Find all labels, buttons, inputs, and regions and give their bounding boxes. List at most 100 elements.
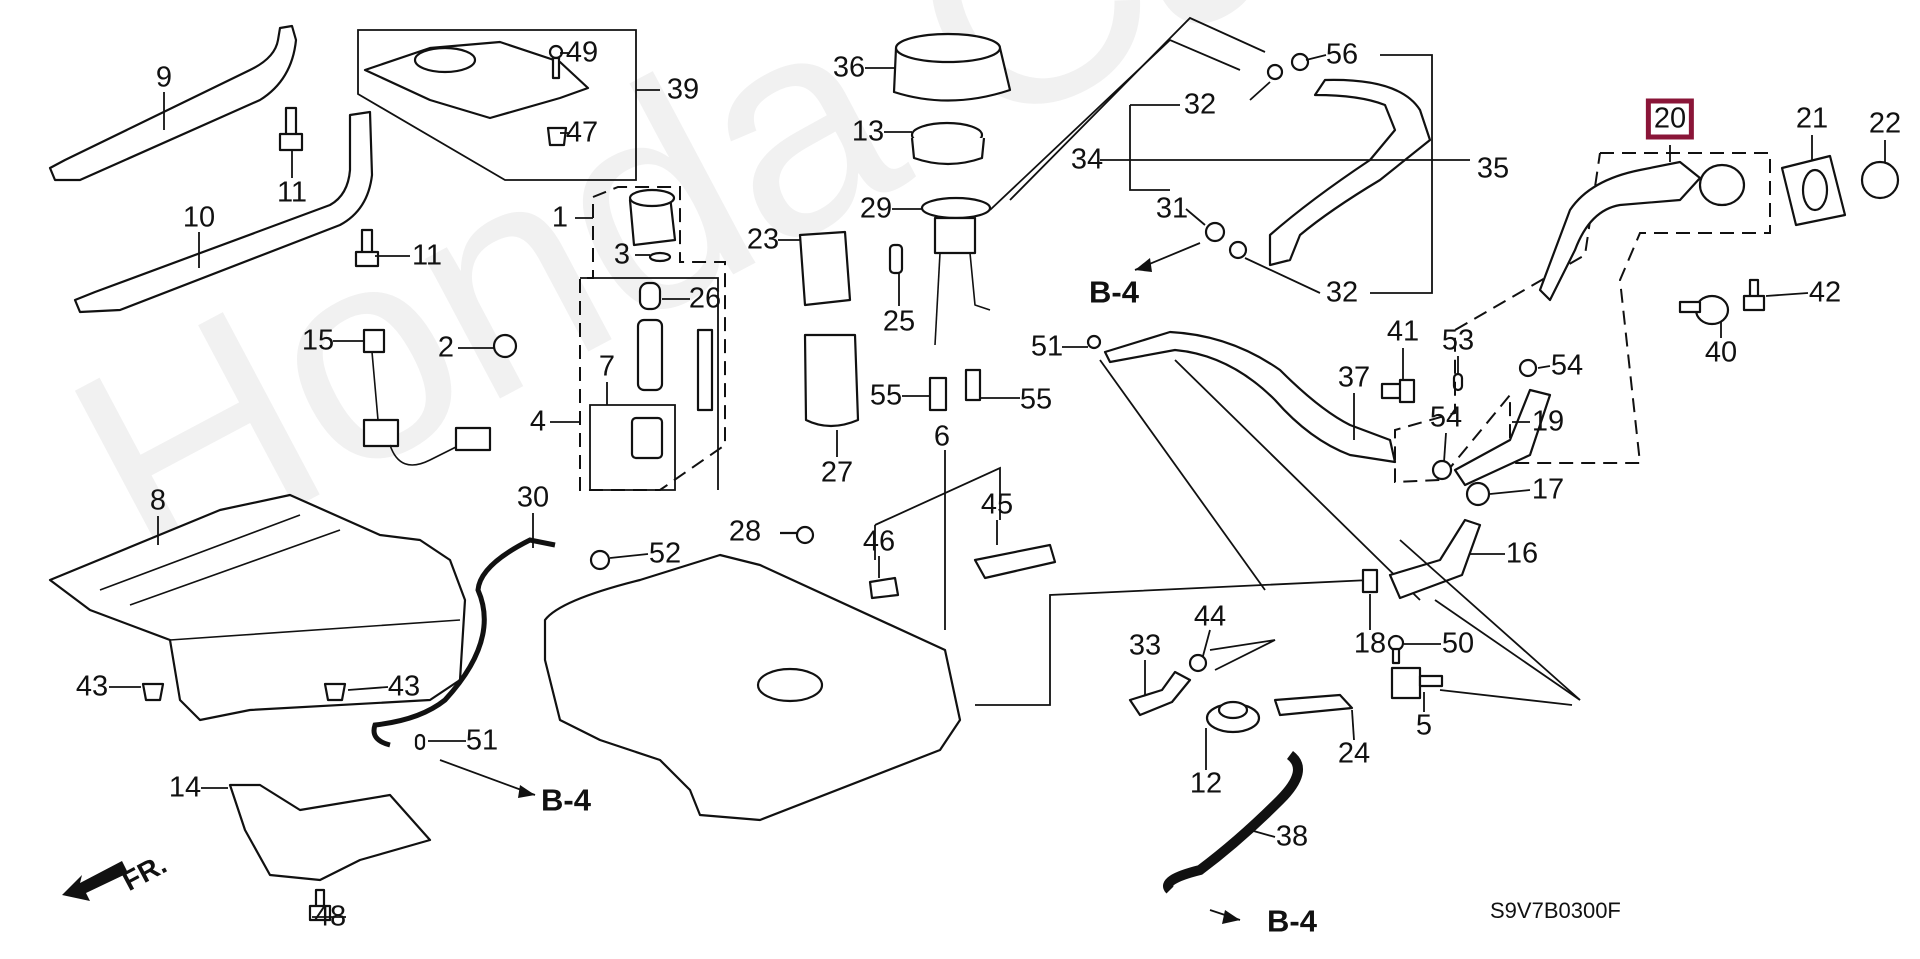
- callout-34[interactable]: 34: [1070, 143, 1104, 176]
- callout-32[interactable]: 32: [1183, 88, 1217, 121]
- callout-51[interactable]: 51: [465, 724, 499, 757]
- callout-40[interactable]: 40: [1704, 336, 1738, 369]
- callout-32[interactable]: 32: [1325, 276, 1359, 309]
- part-14-skid-plate: [228, 783, 432, 882]
- callout-53[interactable]: 53: [1441, 324, 1475, 357]
- callout-48[interactable]: 48: [313, 900, 347, 933]
- callout-29[interactable]: 29: [859, 192, 893, 225]
- callout-52[interactable]: 52: [648, 537, 682, 570]
- callout-15[interactable]: 15: [301, 324, 335, 357]
- part-41-bolt: [1380, 378, 1416, 404]
- part-55-clip: [928, 376, 948, 412]
- callout-46[interactable]: 46: [862, 525, 896, 558]
- callout-21[interactable]: 21: [1795, 102, 1829, 135]
- callout-33[interactable]: 33: [1128, 629, 1162, 662]
- callout-44[interactable]: 44: [1193, 600, 1227, 633]
- callout-13[interactable]: 13: [851, 115, 885, 148]
- callout-20-selected[interactable]: 20: [1645, 98, 1695, 140]
- reference-b4[interactable]: B-4: [1089, 274, 1139, 310]
- part-25-spring: [888, 243, 904, 275]
- part-22-fuel-cap: [1860, 160, 1900, 200]
- callout-14[interactable]: 14: [168, 771, 202, 804]
- callout-1[interactable]: 1: [551, 201, 569, 234]
- callout-5[interactable]: 5: [1415, 709, 1433, 742]
- callout-50[interactable]: 50: [1441, 627, 1475, 660]
- callout-7[interactable]: 7: [598, 350, 616, 383]
- callout-18[interactable]: 18: [1353, 627, 1387, 660]
- callout-56[interactable]: 56: [1325, 38, 1359, 71]
- part-21-fuel-lid-housing: [1780, 154, 1847, 227]
- fuel-pump: [636, 318, 664, 392]
- callout-47[interactable]: 47: [565, 116, 599, 149]
- part-40-valve: [1678, 294, 1730, 326]
- part-32-clip: [1266, 63, 1284, 81]
- callout-54[interactable]: 54: [1550, 349, 1584, 382]
- part-20-filler-pipe: [1538, 160, 1702, 302]
- part-5-solenoid-valve: [1390, 666, 1444, 700]
- callout-24[interactable]: 24: [1337, 737, 1371, 770]
- callout-36[interactable]: 36: [832, 51, 866, 84]
- part-19-hose: [1453, 388, 1552, 487]
- callout-26[interactable]: 26: [688, 282, 722, 315]
- reference-b4[interactable]: B-4: [541, 782, 591, 818]
- callout-55[interactable]: 55: [1019, 383, 1053, 416]
- part-24-hose: [1273, 693, 1354, 717]
- callout-30[interactable]: 30: [516, 481, 550, 514]
- callout-19[interactable]: 19: [1531, 405, 1565, 438]
- front-direction-indicator: FR.: [60, 845, 172, 910]
- callout-16[interactable]: 16: [1505, 537, 1539, 570]
- callout-35[interactable]: 35: [1476, 152, 1510, 185]
- part-18-clip: [1361, 568, 1379, 594]
- callout-11[interactable]: 11: [276, 176, 308, 209]
- callout-42[interactable]: 42: [1808, 276, 1842, 309]
- callout-31[interactable]: 31: [1155, 192, 1189, 225]
- part-39-box: [357, 29, 637, 181]
- reference-b4[interactable]: B-4: [1267, 903, 1317, 939]
- callout-3[interactable]: 3: [613, 238, 631, 271]
- callout-11[interactable]: 11: [411, 239, 443, 272]
- callout-39[interactable]: 39: [666, 73, 700, 106]
- callout-28[interactable]: 28: [728, 515, 762, 548]
- callout-23[interactable]: 23: [746, 223, 780, 256]
- part-46-clip: [868, 576, 900, 600]
- callout-49[interactable]: 49: [565, 36, 599, 69]
- callout-27[interactable]: 27: [820, 456, 854, 489]
- callout-25[interactable]: 25: [882, 305, 916, 338]
- part-27-filter-cup: [803, 333, 860, 428]
- callout-41[interactable]: 41: [1386, 315, 1420, 348]
- callout-55[interactable]: 55: [869, 379, 903, 412]
- part-50-screw: [1387, 634, 1405, 665]
- part-2-clip: [492, 333, 518, 359]
- callout-37[interactable]: 37: [1337, 361, 1371, 394]
- part-32-clip: [1228, 240, 1248, 260]
- part-43-clip: [141, 682, 165, 702]
- callout-45[interactable]: 45: [980, 488, 1014, 521]
- part-51-plug: [1086, 334, 1102, 350]
- callout-43[interactable]: 43: [387, 670, 421, 703]
- callout-9[interactable]: 9: [155, 61, 173, 94]
- part-56-clip: [1290, 52, 1310, 72]
- callout-6[interactable]: 6: [933, 420, 951, 453]
- part-12-canister-valve: [1205, 700, 1261, 734]
- part-6-fuel-tank: [543, 553, 962, 822]
- wire-harness: [696, 328, 714, 412]
- callout-4[interactable]: 4: [529, 405, 547, 438]
- callout-10[interactable]: 10: [182, 201, 216, 234]
- part-33-hose: [1128, 670, 1192, 717]
- part-10-tank-strap: [73, 110, 374, 314]
- callout-54[interactable]: 54: [1429, 401, 1463, 434]
- callout-8[interactable]: 8: [149, 484, 167, 517]
- callout-2[interactable]: 2: [437, 331, 455, 364]
- callout-12[interactable]: 12: [1189, 767, 1223, 800]
- callout-38[interactable]: 38: [1275, 820, 1309, 853]
- part-15-fuel-level-sensor: [362, 328, 492, 466]
- callout-17[interactable]: 17: [1531, 473, 1565, 506]
- callout-43[interactable]: 43: [75, 670, 109, 703]
- part-16-hose: [1388, 518, 1482, 600]
- part-42-bolt: [1742, 278, 1766, 312]
- part-52-clip: [589, 549, 611, 571]
- callout-51[interactable]: 51: [1030, 330, 1064, 363]
- callout-22[interactable]: 22: [1868, 107, 1902, 140]
